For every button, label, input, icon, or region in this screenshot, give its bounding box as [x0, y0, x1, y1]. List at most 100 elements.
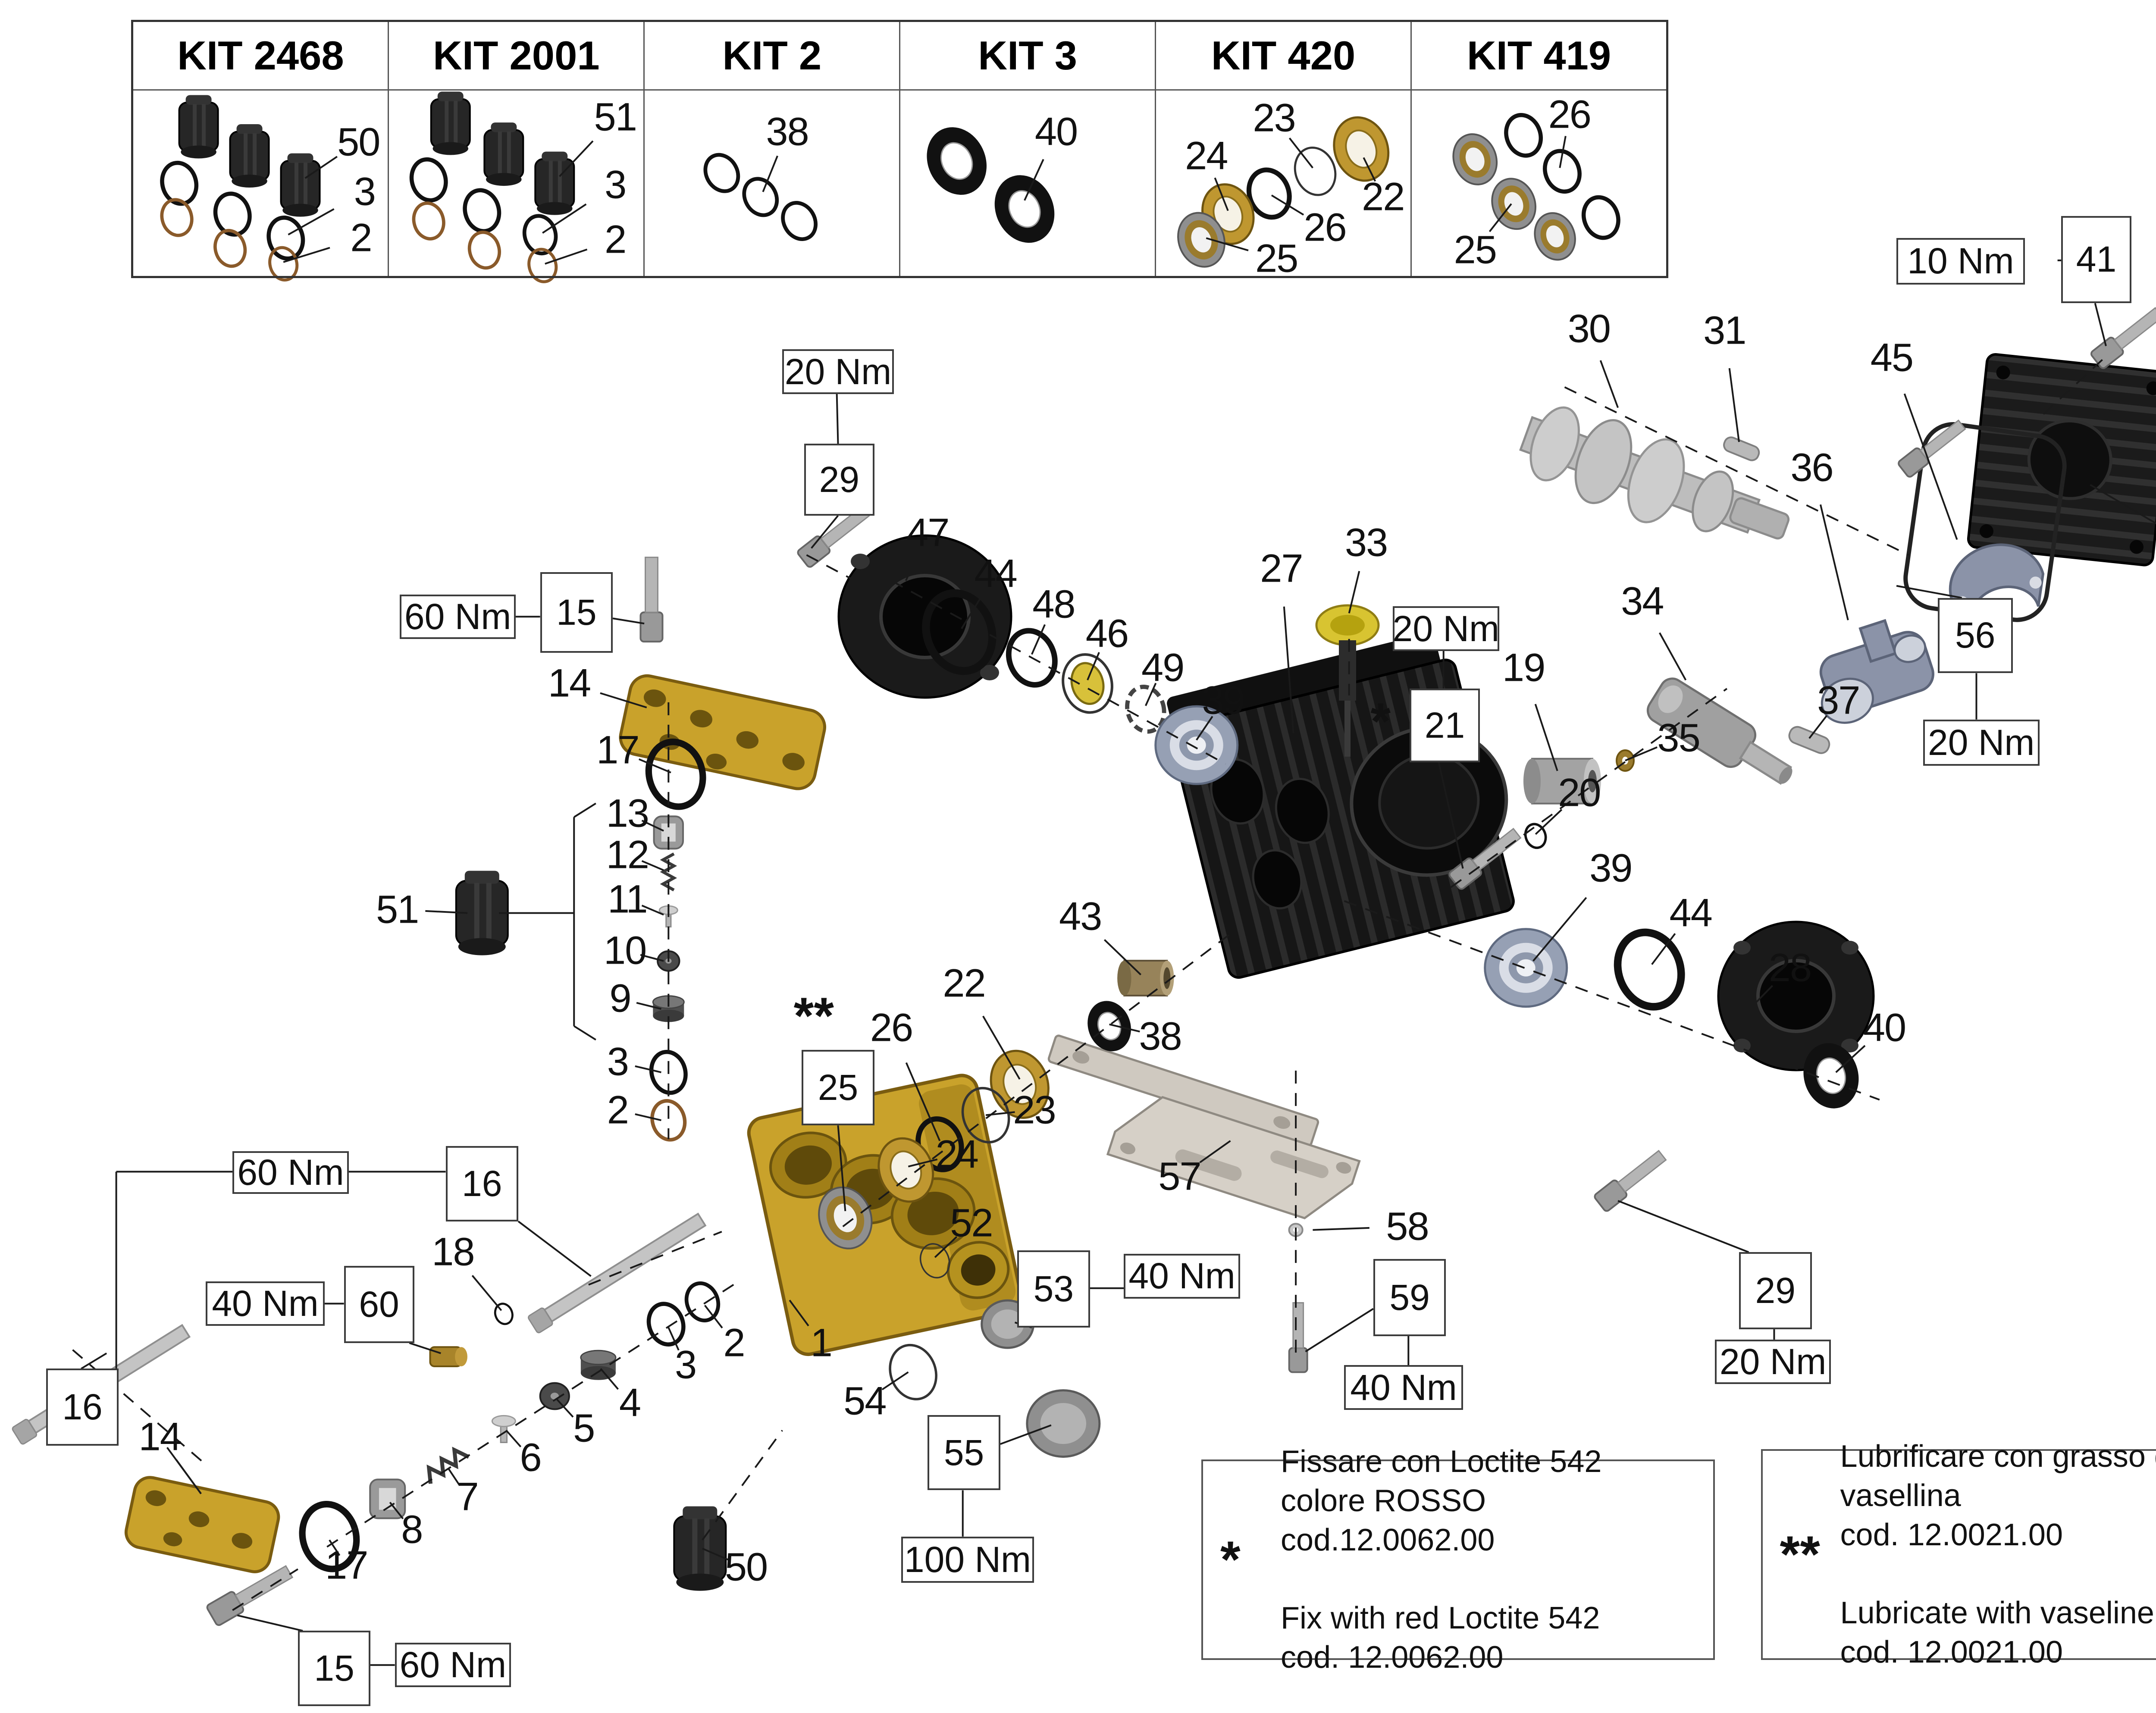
- callout-39: 39: [1202, 678, 1245, 723]
- part-oring: [1581, 195, 1620, 240]
- torque-100nm: 100 Nm: [901, 1536, 1034, 1583]
- part-poppet: [491, 1415, 516, 1444]
- part-screw: [1448, 827, 1522, 890]
- callout-22: 22: [1362, 175, 1405, 219]
- part-oring: [646, 1302, 686, 1347]
- oil-dipstick-33: [1315, 604, 1380, 757]
- callout-51: 51: [594, 95, 637, 139]
- callout-30: 30: [1567, 307, 1611, 351]
- part-oring-bronze: [650, 1099, 687, 1142]
- part-oring: [522, 214, 558, 256]
- note-line: [1840, 1555, 2156, 1594]
- note-line: Fix with red Loctite 542: [1281, 1601, 1600, 1636]
- part-valve: [178, 95, 219, 159]
- part-oring: [703, 153, 740, 193]
- torque-40nm-left: 40 Nm: [206, 1281, 325, 1326]
- note-line: cod. 12.0021.00: [1840, 1517, 2063, 1552]
- callout-40: 40: [1034, 110, 1078, 154]
- plunger-34: [1646, 677, 1792, 785]
- part-valve: [673, 1506, 727, 1591]
- callout-13: 13: [606, 791, 649, 836]
- callout-8: 8: [401, 1507, 423, 1552]
- kit-cell-4: KIT 3: [900, 22, 1156, 276]
- part-valve: [280, 153, 321, 217]
- part-oring: [742, 177, 779, 217]
- part-bearing: [1484, 928, 1568, 1008]
- part-screw: [206, 1565, 294, 1626]
- part-screw: [1898, 419, 1966, 478]
- callout-24: 24: [1185, 134, 1228, 178]
- part-oring: [266, 215, 305, 261]
- callout-24: 24: [935, 1132, 979, 1177]
- part-box-21: 21: [1410, 689, 1480, 762]
- kit-title: KIT 420: [1156, 22, 1411, 91]
- callout-37: 37: [1817, 678, 1860, 723]
- callout-7: 7: [457, 1475, 479, 1519]
- callout-12: 12: [606, 833, 649, 877]
- part-oring: [1524, 823, 1547, 849]
- part-pin: [1788, 726, 1830, 754]
- callout-36: 36: [1790, 445, 1833, 490]
- callout-18: 18: [432, 1230, 475, 1274]
- callout-10: 10: [604, 928, 647, 973]
- callout-50: 50: [337, 120, 380, 164]
- callout-20: 20: [1558, 770, 1601, 815]
- part-oring: [922, 589, 997, 675]
- part-box-55: 55: [928, 1415, 1000, 1491]
- part-box-16-top: 16: [445, 1146, 519, 1221]
- part-plug-gray: [1026, 1389, 1101, 1458]
- callout-44: 44: [1669, 891, 1712, 935]
- part-oring: [463, 188, 501, 233]
- callout-45: 45: [1870, 335, 1914, 380]
- callout-2: 2: [605, 217, 627, 262]
- part-spring: [660, 852, 677, 892]
- callout-3: 3: [605, 163, 627, 207]
- callout-2: 2: [607, 1088, 629, 1132]
- callout-38: 38: [766, 110, 809, 154]
- callout-5: 5: [573, 1406, 595, 1450]
- part-oring-white: [889, 1343, 937, 1400]
- part-oring: [1543, 149, 1582, 194]
- part-oring: [409, 157, 448, 203]
- note-line: cod. 12.0062.00: [1281, 1640, 1504, 1675]
- callout-23: 23: [1013, 1088, 1056, 1132]
- torque-60nm-bottom: 60 Nm: [395, 1643, 511, 1688]
- callout-46: 46: [1085, 611, 1129, 656]
- torque-40nm-53: 40 Nm: [1124, 1254, 1240, 1299]
- part-box-41: 41: [2061, 216, 2131, 304]
- callout-34: 34: [1621, 579, 1664, 623]
- callout-33: 33: [1344, 520, 1388, 565]
- callout-26: 26: [870, 1005, 913, 1050]
- part-oring: [684, 1281, 721, 1322]
- note-symbol: **: [1780, 1525, 1820, 1584]
- kit-title: KIT 2001: [389, 22, 644, 91]
- callout-43: 43: [1059, 894, 1102, 939]
- valve-cover-14-bottom: [124, 1476, 280, 1573]
- part-oring: [649, 1049, 688, 1095]
- callout-23: 23: [1253, 96, 1296, 140]
- part-screw: [639, 557, 664, 643]
- part-screw: [1594, 1149, 1667, 1212]
- part-valve: [430, 91, 471, 155]
- note-symbol-marker: *: [1370, 692, 1391, 750]
- part-stud: [528, 1212, 707, 1334]
- torque-20nm-56: 20 Nm: [1923, 719, 2040, 766]
- part-box-29-right: 29: [1739, 1252, 1812, 1330]
- callout-14: 14: [138, 1415, 182, 1459]
- note-symbol: *: [1220, 1531, 1241, 1589]
- callout-47: 47: [906, 510, 950, 555]
- kit-cell-5: KIT 420: [1156, 22, 1412, 276]
- callout-3: 3: [675, 1343, 697, 1387]
- kit-cell-3: KIT 2: [645, 22, 901, 276]
- callout-14: 14: [548, 661, 591, 705]
- part-seal-gray: [1177, 212, 1225, 268]
- callout-51: 51: [376, 887, 419, 932]
- torque-20nm-center: 20 Nm: [1393, 606, 1499, 651]
- callout-9: 9: [609, 976, 631, 1021]
- part-seal-black: [1087, 1001, 1131, 1052]
- callout-35: 35: [1657, 716, 1700, 760]
- part-oring-white: [1294, 146, 1337, 196]
